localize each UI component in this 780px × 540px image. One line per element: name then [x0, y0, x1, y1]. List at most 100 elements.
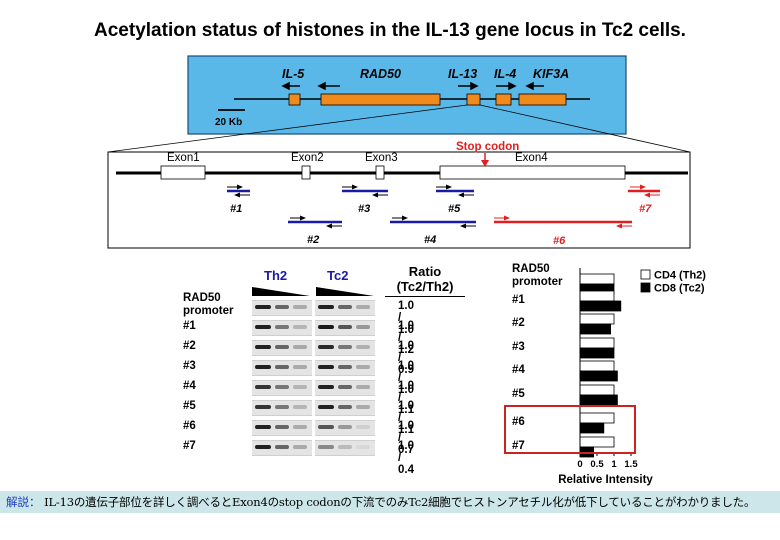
gel-band	[356, 305, 370, 309]
gene-label-kif3a: KIF3A	[533, 67, 569, 81]
gel-band	[338, 305, 352, 309]
bar-cd8-tc2	[579, 323, 612, 335]
primer-pair-7: #7	[628, 184, 660, 215]
primer-label-7: #7	[639, 203, 652, 215]
zoom-line-right	[479, 104, 691, 153]
gel-band	[255, 365, 271, 369]
legend-swatch	[640, 269, 651, 280]
gel-band	[275, 325, 289, 329]
chart-category-label: #5	[512, 388, 525, 400]
gel-row-label: #6	[183, 420, 196, 432]
exon3-label: Exon3	[365, 152, 398, 164]
gel-lane-th2	[252, 320, 312, 336]
gel-band	[275, 405, 289, 409]
bar-cd4-th2	[579, 313, 615, 325]
bar-cd4-th2	[579, 360, 615, 372]
primer-label-3: #3	[358, 203, 370, 215]
gel-lane-tc2	[315, 300, 375, 316]
exon3-box	[375, 165, 385, 180]
gene-label-il4: IL-4	[494, 67, 516, 81]
gel-row-label: RAD50	[183, 292, 221, 304]
chart-category-label: #4	[512, 364, 525, 376]
gel-row-label: #4	[183, 380, 196, 392]
primer-label-4: #4	[424, 234, 436, 246]
gel-ratio-value: 1.0 / 0.4	[398, 440, 414, 476]
gel-band	[356, 345, 370, 349]
bar-cd8-tc2	[579, 394, 618, 406]
gel-band	[318, 365, 334, 369]
gene-rad50-box	[320, 93, 441, 106]
primer-pair-6: #6	[494, 215, 632, 247]
gel-ratio-value: 1.0 / 1.0	[398, 300, 414, 336]
chart-category-label: #1	[512, 294, 525, 306]
bar-cd4-th2	[579, 337, 615, 349]
gel-band	[338, 385, 352, 389]
gel-lane-th2	[252, 380, 312, 396]
bar-cd4-th2	[579, 290, 615, 302]
gel-band	[275, 445, 289, 449]
gel-band	[275, 385, 289, 389]
primer-label-1: #1	[230, 203, 242, 215]
gel-band	[275, 345, 289, 349]
gel-band	[318, 345, 334, 349]
gel-row-label: #2	[183, 340, 196, 352]
gel-band	[293, 345, 307, 349]
gel-band	[356, 385, 370, 389]
gel-band	[356, 365, 370, 369]
gel-header-th2: Th2	[264, 268, 288, 283]
gene-il4-box	[495, 93, 512, 106]
gel-band	[356, 325, 370, 329]
chart-x-tick-label: 0.5	[590, 459, 604, 470]
gel-row-label: #1	[183, 320, 196, 332]
gel-band	[293, 425, 307, 429]
stop-codon-arrowhead	[481, 160, 489, 167]
chart-x-tick-label: 1	[611, 459, 617, 470]
exon1-label: Exon1	[167, 152, 200, 164]
exon2-box	[301, 165, 311, 180]
primer-pair-1: #1	[227, 184, 250, 215]
gel-lane-tc2	[315, 440, 375, 456]
gene-label-il5: IL-5	[282, 67, 305, 81]
primer-label-6: #6	[553, 235, 566, 247]
gel-band	[338, 365, 352, 369]
gel-band	[318, 405, 334, 409]
chart-category-label: promoter	[512, 276, 563, 288]
legend-label: CD4 (Th2)	[654, 270, 706, 282]
gel-band	[255, 305, 271, 309]
exon4-box	[439, 165, 626, 180]
bar-cd4-th2	[579, 412, 615, 424]
bar-cd8-tc2	[579, 370, 618, 382]
gel-band	[318, 385, 334, 389]
gel-band	[293, 325, 307, 329]
gel-lane-th2	[252, 400, 312, 416]
gel-band	[338, 425, 352, 429]
gel-band	[318, 325, 334, 329]
chart-category-label: #3	[512, 341, 525, 353]
primer-pair-2: #2	[288, 215, 342, 246]
ratio-header: Ratio	[408, 264, 442, 279]
gene-label-rad50: RAD50	[360, 67, 401, 81]
gene-label-il13: IL-13	[448, 67, 477, 81]
gel-ratio-value: 1.0 / 1.1	[398, 380, 414, 416]
gel-band	[293, 385, 307, 389]
bar-cd8-tc2	[579, 300, 622, 312]
gel-lane-th2	[252, 340, 312, 356]
gel-lane-th2	[252, 420, 312, 436]
chart-category-label: #6	[512, 416, 525, 428]
gel-band	[255, 425, 271, 429]
legend-swatch	[640, 282, 651, 293]
bar-cd4-th2	[579, 273, 615, 285]
gel-lane-tc2	[315, 420, 375, 436]
gel-row-label: #7	[183, 440, 196, 452]
exon2-label: Exon2	[291, 152, 324, 164]
exon4-label: Exon4	[515, 152, 548, 164]
gel-lane-tc2	[315, 400, 375, 416]
bar-cd8-tc2	[579, 347, 615, 359]
footer-label: 解説：	[6, 495, 41, 509]
zoom-line-left	[107, 104, 468, 153]
primer-pair-4: #4	[390, 215, 476, 246]
gel-lane-th2	[252, 360, 312, 376]
titration-wedges	[252, 287, 374, 296]
exon1-box	[160, 165, 206, 180]
